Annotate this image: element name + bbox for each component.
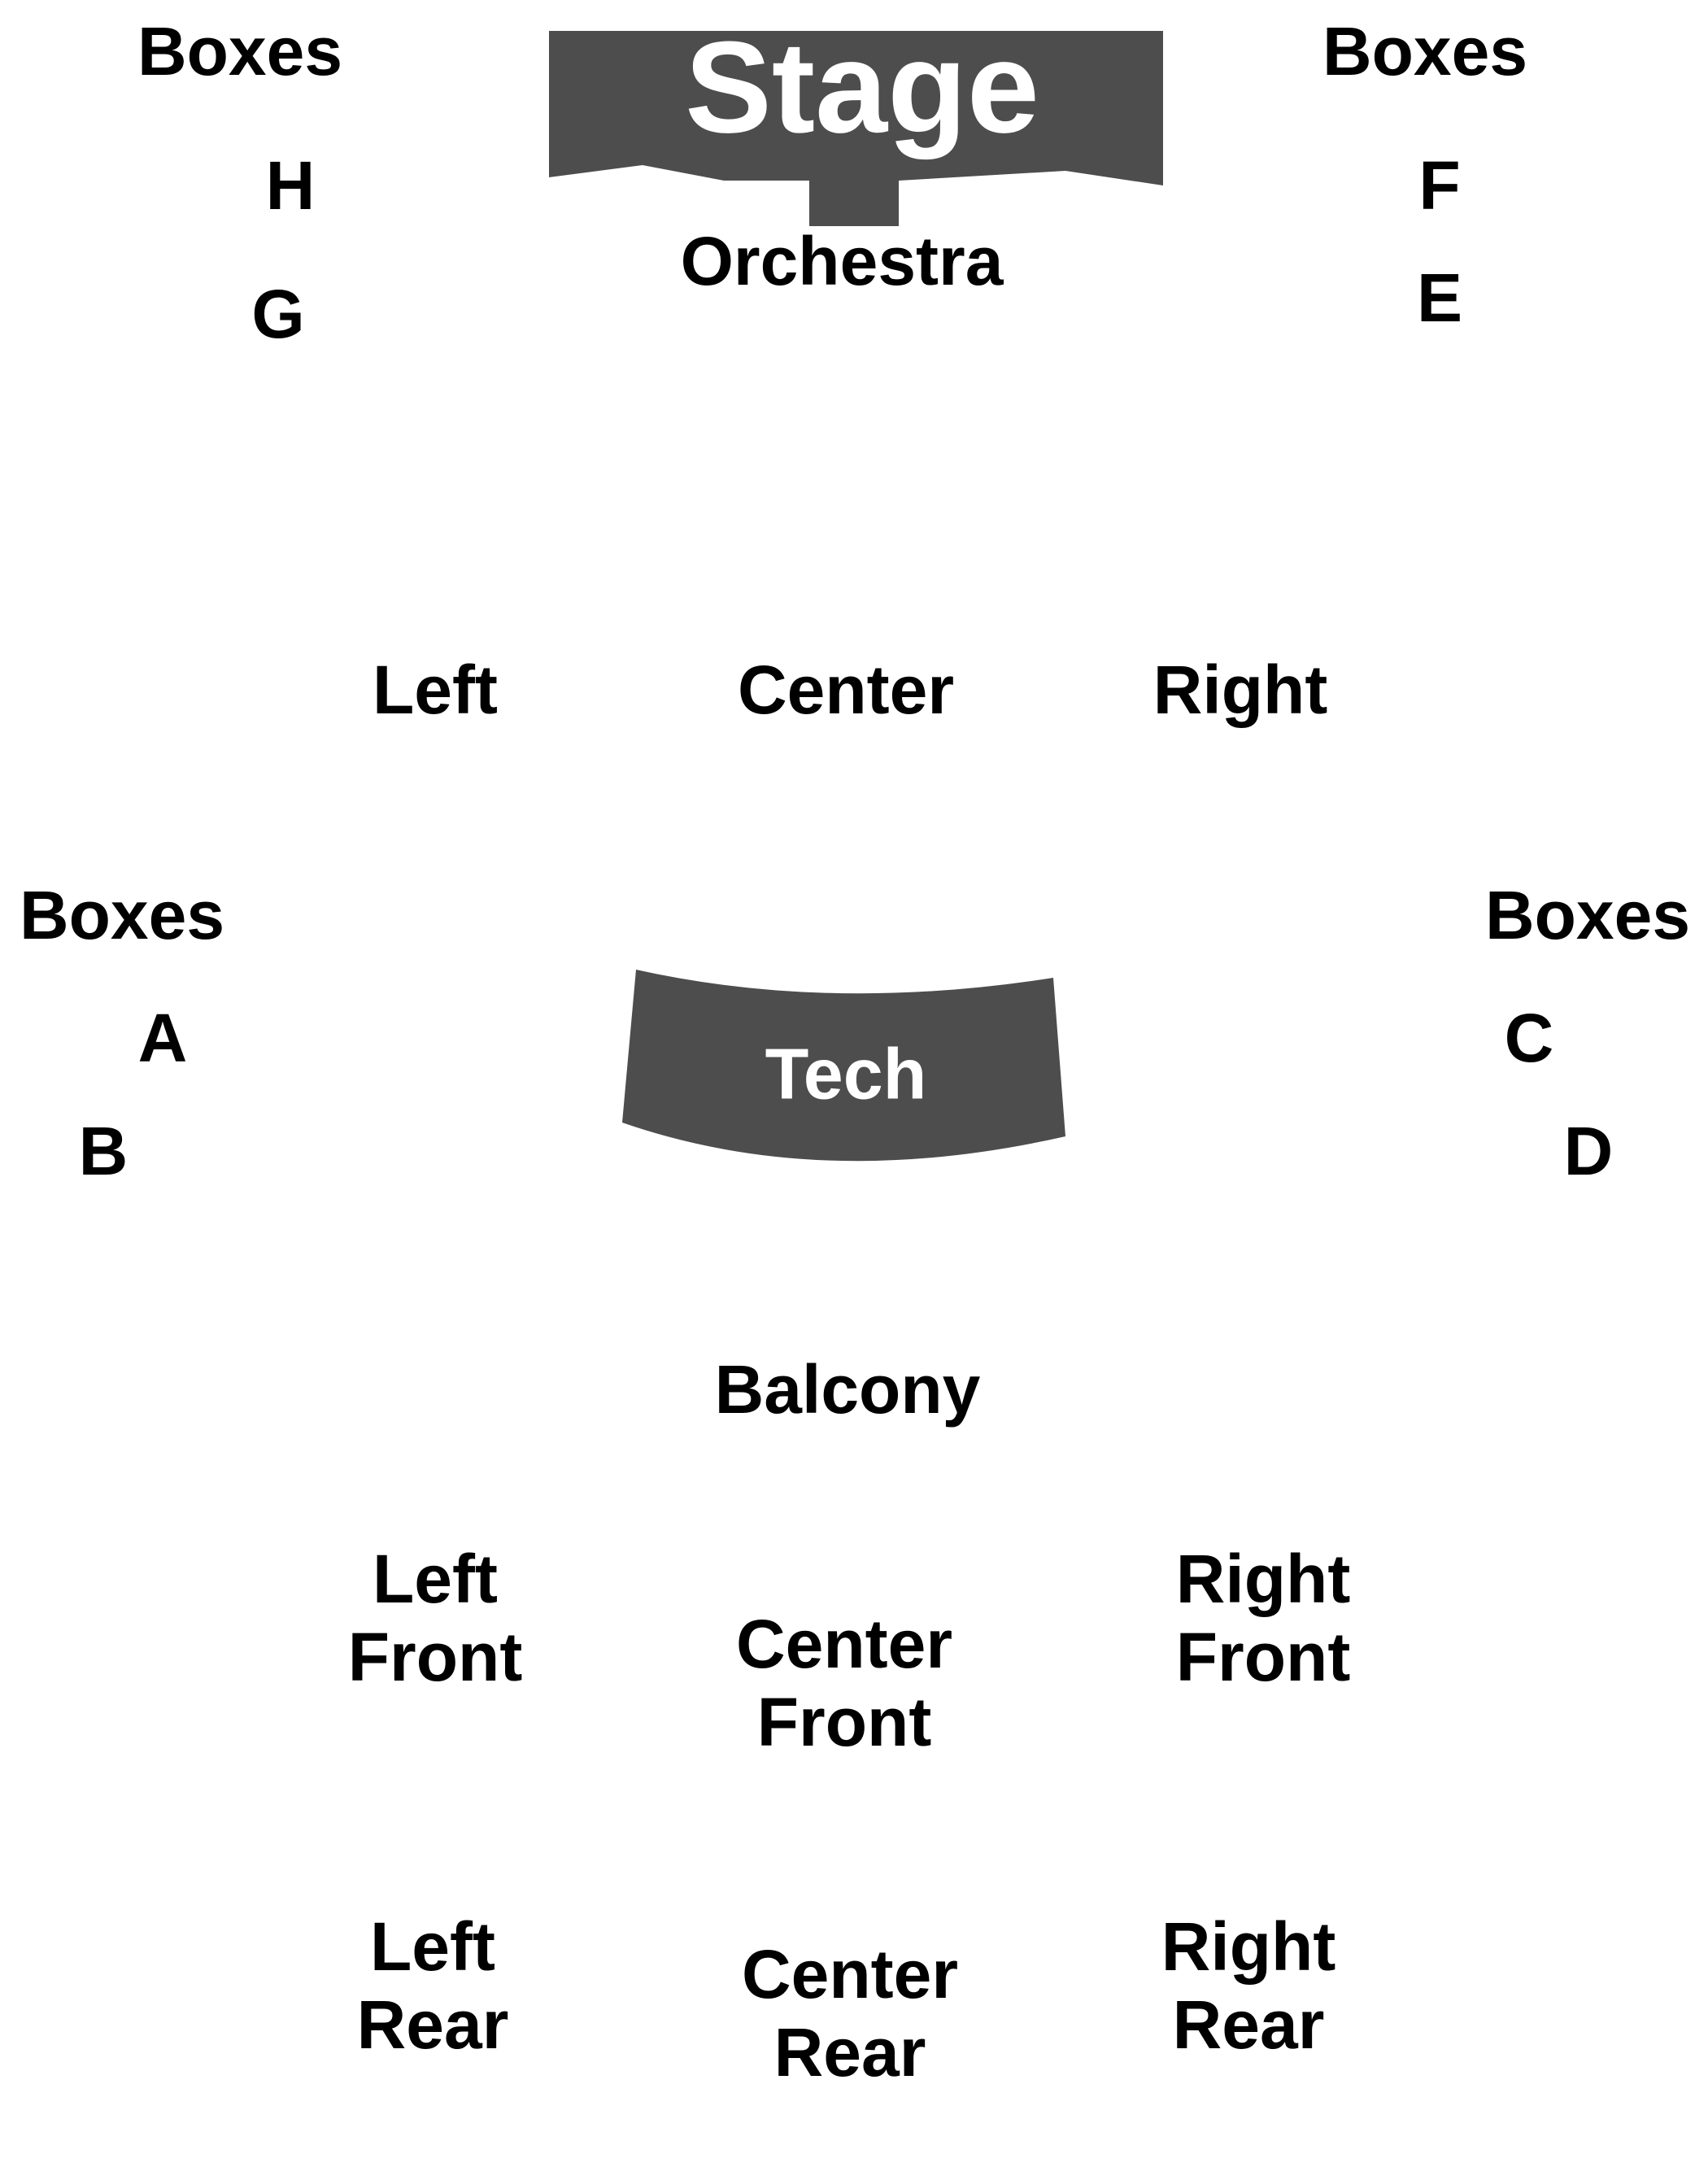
section-orchestra-right[interactable]: Right	[1153, 652, 1328, 728]
center-front-line-2: Front	[757, 1684, 932, 1760]
orchestra-title: Orchestra	[681, 223, 1004, 299]
section-box-g[interactable]: G	[251, 276, 304, 352]
section-orchestra-left[interactable]: Left	[373, 652, 498, 728]
right-front-line-2: Front	[1176, 1619, 1351, 1695]
section-box-h[interactable]: H	[266, 147, 316, 224]
boxes-mid-left-title: Boxes	[20, 877, 224, 953]
tech-shape	[622, 970, 1065, 1162]
boxes-top-left-title: Boxes	[137, 13, 342, 89]
left-front-line-2: Front	[348, 1619, 523, 1695]
left-rear-line-2: Rear	[357, 1986, 509, 2063]
stage[interactable]: Stage	[549, 14, 1163, 226]
stage-shape	[549, 31, 1163, 226]
section-box-c[interactable]: C	[1505, 1000, 1554, 1076]
center-rear-line-1: Center	[742, 1936, 958, 2012]
section-balcony-right-rear[interactable]: Right Rear	[1161, 1908, 1336, 2063]
section-box-d[interactable]: D	[1564, 1113, 1614, 1189]
center-front-line-1: Center	[736, 1606, 952, 1682]
boxes-top-right-title: Boxes	[1322, 13, 1527, 89]
balcony-title: Balcony	[715, 1351, 981, 1428]
left-rear-line-1: Left	[370, 1908, 495, 1985]
stage-label: Stage	[685, 14, 1039, 159]
tech-label: Tech	[765, 1033, 927, 1114]
section-balcony-left-front[interactable]: Left Front	[348, 1541, 523, 1695]
section-balcony-right-front[interactable]: Right Front	[1176, 1541, 1351, 1695]
section-box-a[interactable]: A	[138, 1000, 188, 1076]
boxes-mid-right-title: Boxes	[1485, 877, 1690, 953]
section-orchestra-center[interactable]: Center	[738, 652, 954, 728]
section-box-e[interactable]: E	[1417, 259, 1462, 336]
right-front-line-1: Right	[1176, 1541, 1351, 1617]
right-rear-line-2: Rear	[1173, 1986, 1325, 2063]
section-balcony-left-rear[interactable]: Left Rear	[357, 1908, 509, 2063]
section-balcony-center-rear[interactable]: Center Rear	[742, 1936, 958, 2091]
section-box-f[interactable]: F	[1418, 147, 1460, 224]
center-rear-line-2: Rear	[774, 2014, 926, 2091]
section-balcony-center-front[interactable]: Center Front	[736, 1606, 952, 1760]
left-front-line-1: Left	[373, 1541, 498, 1617]
section-box-b[interactable]: B	[79, 1113, 129, 1189]
right-rear-line-1: Right	[1161, 1908, 1336, 1985]
tech-booth: Tech	[622, 970, 1065, 1162]
